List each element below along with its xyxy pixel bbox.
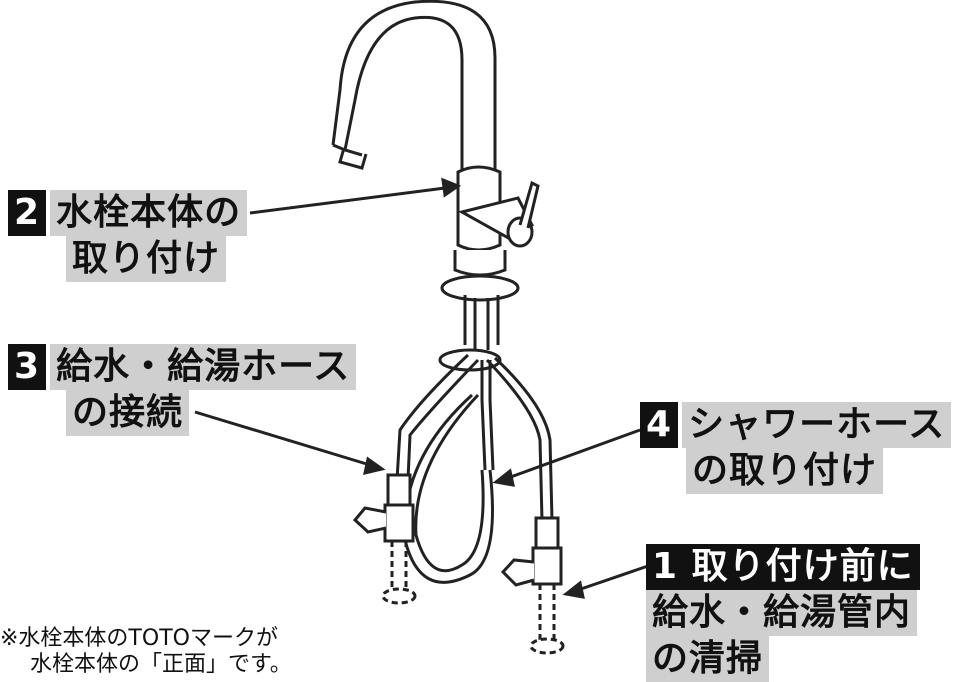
step-1-subtitle-2: の清掃 [646, 636, 770, 682]
step-1-title: 取り付け前に [691, 546, 914, 587]
toto-note-line-2: 水栓本体の「正面」です。 [30, 652, 292, 677]
toto-note: ※水栓本体のTOTOマークが 水栓本体の「正面」です。 [0, 626, 292, 678]
step-3-title: 給水・給湯ホース [50, 344, 357, 390]
step-3-subtitle: の接続 [66, 390, 190, 436]
step-2-number: 2 [8, 190, 47, 236]
right-valve [500, 516, 565, 655]
faucet-mount [438, 250, 520, 372]
toto-note-line-1: ※水栓本体のTOTOマークが [0, 626, 278, 651]
step-4-number: 4 [640, 402, 679, 448]
leader-lines [194, 177, 649, 599]
step-4-subtitle: の取り付け [686, 448, 884, 494]
step-1-subtitle: 給水・給湯管内 [646, 590, 918, 636]
step-1-number: 1 [652, 546, 679, 587]
step-3-number: 3 [8, 344, 47, 390]
step-4-title: シャワーホース [682, 402, 952, 448]
left-valve [352, 473, 417, 605]
step-2-title: 水栓本体の [50, 190, 248, 236]
step-1-label: 1 取り付け前に 給水・給湯管内 の清掃 [646, 544, 920, 682]
faucet-spout [331, 0, 497, 170]
faucet-body [456, 165, 540, 252]
hoses [395, 353, 554, 584]
step-2-subtitle: 取り付け [66, 236, 227, 282]
